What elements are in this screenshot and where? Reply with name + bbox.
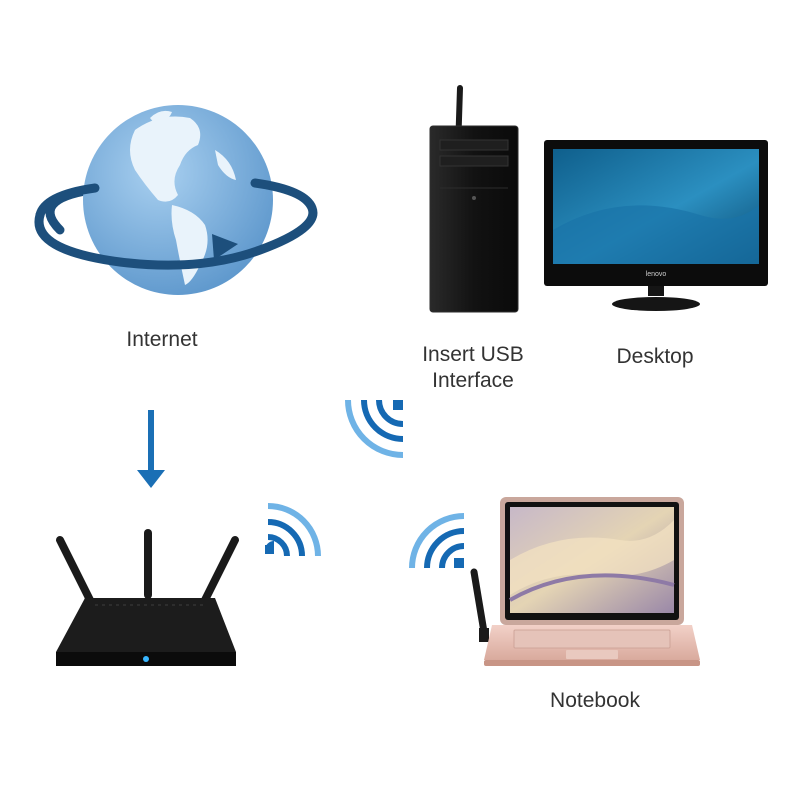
pc-tower-icon [429,85,519,313]
wifi-icon [409,513,465,569]
wifi-icon [345,399,404,458]
usb-label-line1: Insert USB [422,343,524,366]
monitor-brand-logo: lenovo [646,271,667,278]
monitor-icon: lenovo [544,140,768,311]
usb-label-line2: Interface [432,369,514,392]
wifi-icon [265,503,321,557]
router-icon [56,529,239,666]
internet-label: Internet [126,328,197,351]
globe-icon [34,105,318,295]
laptop-icon [470,497,700,666]
insert-usb-interface-label: Insert USB Interface [398,342,548,394]
desktop-label: Desktop [616,345,694,368]
arrow-down-icon [137,410,165,488]
notebook-label: Notebook [550,689,640,712]
